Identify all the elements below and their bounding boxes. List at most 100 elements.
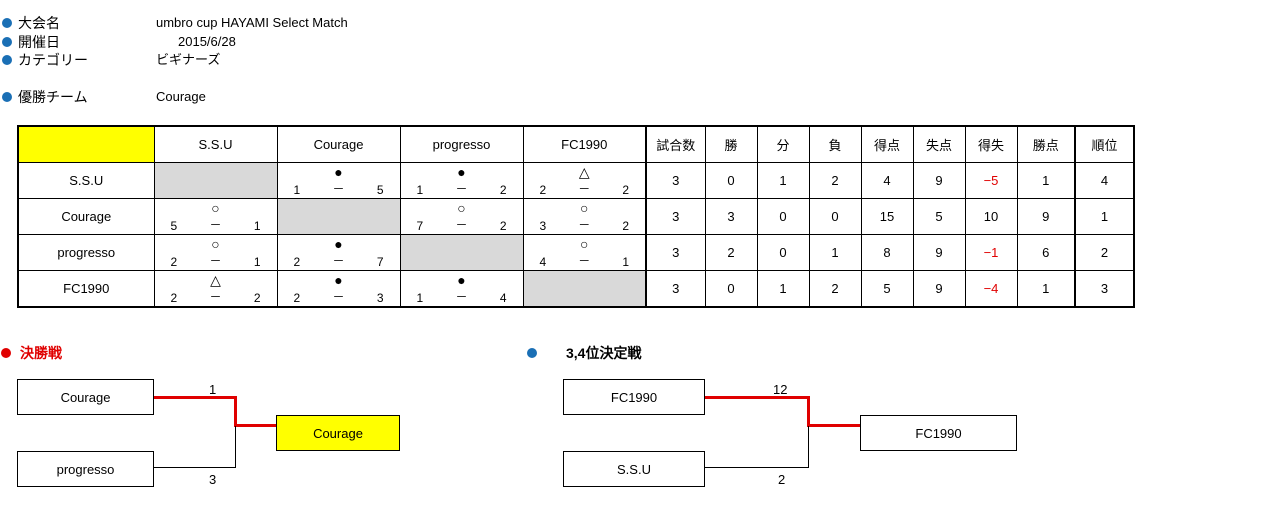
score-own: 1 — [416, 291, 424, 305]
third-place-bullet-icon — [527, 348, 537, 358]
final-score-top: 1 — [209, 382, 217, 397]
stat-rank: 3 — [1074, 270, 1135, 308]
final-title: 決勝戦 — [20, 345, 62, 361]
stat-rank: 1 — [1074, 198, 1135, 235]
match-result: ●2－3 — [278, 271, 400, 306]
third-winner: FC1990 — [860, 415, 1017, 451]
match-result: ● 1 － 4 — [401, 271, 523, 306]
final-line-bottom — [154, 467, 236, 468]
row-team-name: FC1990 — [17, 270, 155, 308]
stat-goal-diff: 10 — [964, 198, 1018, 235]
col-header-draws: 分 — [756, 125, 810, 163]
score-opponent: 3 — [376, 291, 384, 305]
third-line-top — [705, 396, 809, 399]
score-opponent: 4 — [499, 291, 507, 305]
col-header-team: FC1990 — [522, 125, 647, 163]
self-match-cell — [522, 270, 647, 308]
third-line-bottom-vertical — [808, 426, 809, 468]
stat-wins: 0 — [704, 162, 758, 199]
stat-wins: 2 — [704, 234, 758, 271]
info-label: 開催日 — [18, 34, 60, 50]
col-header-losses: 負 — [808, 125, 862, 163]
bullet-icon — [2, 92, 12, 102]
score-opponent: 1 — [253, 219, 261, 233]
stat-goals-for: 15 — [860, 198, 914, 235]
stat-draws: 0 — [756, 234, 810, 271]
stat-goals-against: 9 — [912, 234, 966, 271]
col-header-matches: 試合数 — [645, 125, 706, 163]
result-symbol: ○ — [211, 236, 220, 252]
score-own: 2 — [293, 255, 301, 269]
final-line-winner — [234, 424, 276, 427]
result-symbol: ● — [334, 236, 343, 252]
self-match-cell — [399, 234, 524, 271]
col-header-points: 勝点 — [1016, 125, 1076, 163]
score-dash: － — [209, 254, 222, 268]
result-symbol: △ — [210, 272, 221, 288]
match-result: ●1－5 — [278, 163, 400, 198]
score-opponent: 5 — [376, 183, 384, 197]
score-dash: － — [455, 218, 468, 232]
match-result-cell: ●1－5 — [276, 162, 401, 199]
col-header-wins: 勝 — [704, 125, 758, 163]
result-symbol: ● — [334, 272, 343, 288]
final-line-bottom-vertical — [235, 426, 236, 468]
stat-matches: 3 — [645, 162, 706, 199]
self-match-cell — [153, 162, 278, 199]
row-team-name: Courage — [17, 198, 155, 235]
score-dash: － — [455, 290, 468, 304]
stat-goals-for: 4 — [860, 162, 914, 199]
match-result: ●2－7 — [278, 235, 400, 270]
score-opponent: 2 — [499, 183, 507, 197]
score-own: 2 — [170, 291, 178, 305]
score-dash: － — [332, 182, 345, 196]
score-dash: － — [455, 182, 468, 196]
score-dash: － — [578, 182, 591, 196]
match-result-cell: △2－2 — [153, 270, 278, 308]
third-team-top: FC1990 — [563, 379, 705, 415]
info-label: カテゴリー — [18, 52, 88, 68]
result-symbol: ● — [334, 164, 343, 180]
col-header-team: progresso — [399, 125, 524, 163]
info-label: 優勝チーム — [18, 89, 88, 105]
score-own: 2 — [170, 255, 178, 269]
final-team-bottom: progresso — [17, 451, 154, 487]
stat-goals-against: 9 — [912, 162, 966, 199]
match-result: ○4－1 — [524, 235, 646, 270]
score-own: 7 — [416, 219, 424, 233]
score-dash: － — [578, 254, 591, 268]
final-bullet-icon — [1, 348, 11, 358]
score-own: 3 — [539, 219, 547, 233]
third-score-top: 12 — [773, 382, 788, 397]
result-symbol: ○ — [580, 200, 589, 216]
score-dash: － — [209, 290, 222, 304]
table-header-row: S.S.U Courage progresso FC1990 試合数 勝 分 負… — [17, 125, 1135, 163]
result-symbol: ● — [457, 272, 466, 288]
info-label: 大会名 — [18, 15, 60, 31]
result-symbol: △ — [578, 164, 590, 180]
stat-goals-for: 5 — [860, 270, 914, 308]
match-result: ○ 2 － 1 — [155, 235, 277, 270]
header-corner-cell — [17, 125, 155, 163]
score-opponent: 2 — [622, 183, 629, 197]
tournament-date: 2015/6/28 — [178, 34, 236, 49]
match-result: ○ 7 － 2 — [401, 199, 523, 234]
final-line-top — [154, 396, 236, 399]
stat-points: 9 — [1016, 198, 1076, 235]
score-opponent: 1 — [253, 255, 261, 269]
stat-losses: 1 — [808, 234, 862, 271]
match-result: △2－2 — [155, 271, 277, 306]
stat-goal-diff: −4 — [964, 270, 1018, 308]
score-dash: － — [332, 254, 345, 268]
stat-points: 1 — [1016, 270, 1076, 308]
score-dash: － — [332, 290, 345, 304]
score-opponent: 2 — [499, 219, 507, 233]
match-result-cell: ○5－1 — [153, 198, 278, 235]
result-symbol: ○ — [457, 200, 466, 216]
score-opponent: 2 — [622, 219, 629, 233]
stat-rank: 4 — [1074, 162, 1135, 199]
